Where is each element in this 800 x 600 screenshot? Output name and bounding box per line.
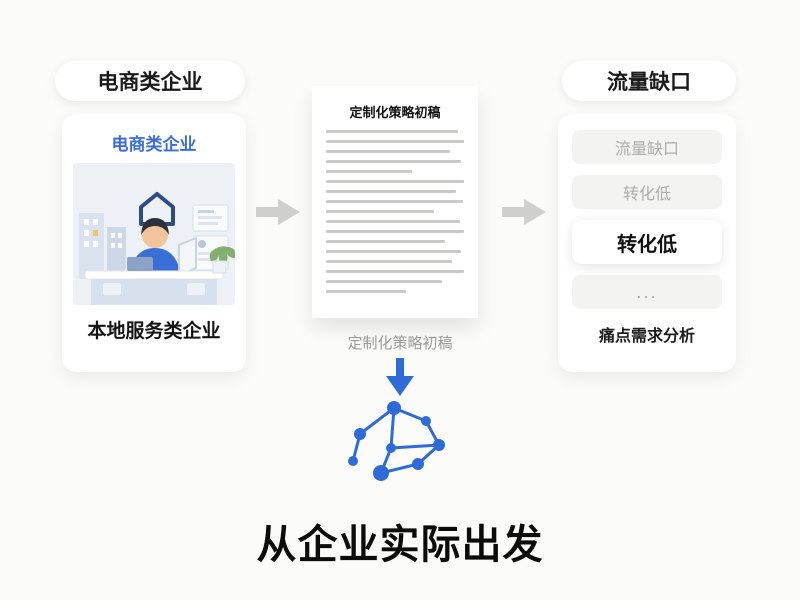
painpoint-item-low-conversion-selected: 转化低 xyxy=(572,220,722,264)
office-worker-illustration xyxy=(73,163,235,305)
left-pill: 电商类企业 xyxy=(55,61,245,101)
painpoint-item-label: 流量缺口 xyxy=(614,139,679,158)
arrow-right-icon xyxy=(256,199,300,229)
network-graph-icon xyxy=(344,396,456,496)
painpoint-item-label: 转化低 xyxy=(617,231,677,256)
ecommerce-card-title: 电商类企业 xyxy=(111,135,197,155)
painpoint-card: 流量缺口 转化低 转化低 ... 痛点需求分析 xyxy=(558,114,736,372)
left-pill-label: 电商类企业 xyxy=(97,70,203,94)
right-pill-label: 流量缺口 xyxy=(607,70,691,94)
document-text-lines xyxy=(326,130,464,293)
arrow-right-icon xyxy=(502,199,546,229)
strategy-document-title: 定制化策略初稿 xyxy=(349,106,441,121)
arrow-down-icon xyxy=(386,358,414,400)
ecommerce-card: 电商类企业 xyxy=(62,114,246,372)
painpoint-item-traffic-gap: 流量缺口 xyxy=(572,130,722,164)
strategy-document: 定制化策略初稿 xyxy=(312,86,478,318)
painpoint-item-label: 转化低 xyxy=(622,184,671,203)
bottom-title: 从企业实际出发 xyxy=(256,522,544,568)
ecommerce-card-caption: 本地服务类企业 xyxy=(87,320,221,342)
right-pill: 流量缺口 xyxy=(562,61,736,101)
painpoint-caption: 痛点需求分析 xyxy=(598,326,695,345)
painpoint-item-low-conversion: 转化低 xyxy=(572,175,722,209)
painpoint-item-label: ... xyxy=(636,282,658,302)
office-worker-illustration-svg xyxy=(73,163,235,305)
painpoint-item-ellipsis: ... xyxy=(572,275,722,309)
strategy-document-caption: 定制化策略初稿 xyxy=(347,334,453,352)
